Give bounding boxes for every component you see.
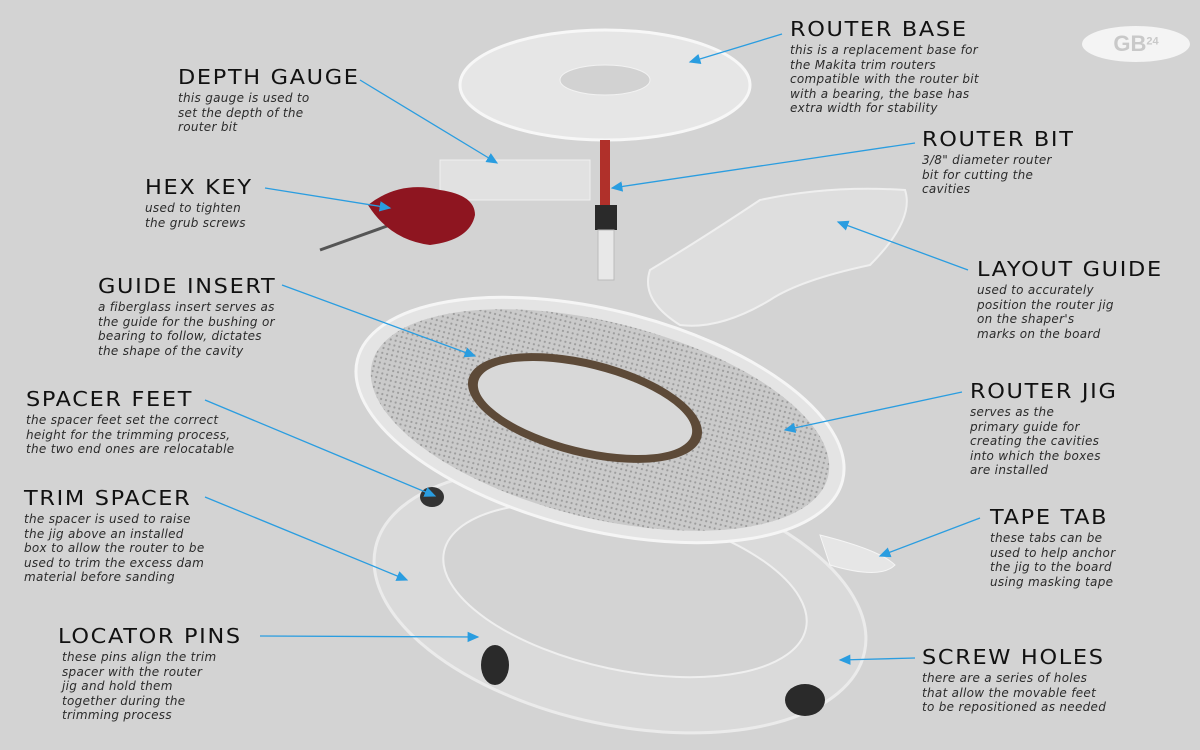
leader-hex-key (264, 187, 392, 212)
label-router-base: Router Basethis is a replacement base fo… (790, 17, 979, 116)
leader-depth-gauge (359, 79, 499, 164)
label-title: Router Bit (922, 127, 1075, 151)
layout-guide-part (647, 187, 908, 327)
router-jig-part (354, 295, 896, 573)
label-guide-insert: Guide Inserta fiberglass insert serves a… (98, 274, 275, 358)
logo-text: GB (1113, 31, 1147, 56)
label-desc: these tabs can be used to help anchor th… (990, 531, 1116, 589)
leader-screw-holes (838, 654, 916, 665)
label-title: Trim Spacer (24, 486, 192, 510)
label-desc: these pins align the trim spacer with th… (62, 650, 217, 723)
leader-router-base (688, 33, 783, 64)
leader-trim-spacer (204, 496, 409, 581)
label-spacer-feet: Spacer Feetthe spacer feet set the corre… (26, 387, 234, 457)
label-locator-pins: Locator Pinsthese pins align the trim sp… (58, 624, 240, 723)
leader-layout-guide (836, 220, 969, 271)
label-desc: the spacer feet set the correct height f… (26, 413, 235, 457)
hex-key-part (319, 187, 475, 252)
label-layout-guide: Layout Guideused to accurately position … (977, 257, 1161, 341)
label-desc: used to accurately position the router j… (977, 283, 1114, 341)
label-title: Tape Tab (990, 505, 1109, 529)
label-desc: there are a series of holes that allow t… (922, 671, 1107, 715)
label-title: Router Base (790, 17, 968, 41)
leader-router-jig (783, 391, 963, 433)
router-base-part (439, 28, 752, 281)
label-title: Locator Pins (58, 624, 242, 648)
label-desc: this gauge is used to set the depth of t… (178, 91, 310, 135)
label-desc: the spacer is used to raise the jig abov… (24, 512, 205, 585)
leader-guide-insert (281, 284, 477, 358)
label-desc: serves as the primary guide for creating… (970, 405, 1101, 478)
label-title: Screw Holes (922, 645, 1105, 669)
gb24-logo: GB24 (1082, 26, 1190, 62)
leader-spacer-feet (204, 399, 437, 497)
label-title: Layout Guide (977, 257, 1163, 281)
label-title: Hex Key (145, 175, 253, 199)
label-title: Spacer Feet (26, 387, 194, 411)
label-desc: a fiberglass insert serves as the guide … (98, 300, 275, 358)
label-trim-spacer: Trim Spacerthe spacer is used to raise t… (24, 486, 205, 585)
label-screw-holes: Screw Holesthere are a series of holes t… (922, 645, 1106, 715)
label-hex-key: Hex Keyused to tighten the grub screws (145, 175, 251, 230)
label-title: Depth Gauge (178, 65, 360, 89)
label-desc: 3/8" diameter router bit for cutting the… (922, 153, 1052, 197)
label-router-jig: Router Jigserves as the primary guide fo… (970, 379, 1116, 478)
logo-superscript: 24 (1146, 35, 1159, 48)
label-desc: used to tighten the grub screws (145, 201, 246, 230)
leader-locator-pins (259, 631, 480, 643)
label-desc: this is a replacement base for the Makit… (790, 43, 979, 116)
leader-router-bit (610, 142, 916, 192)
label-title: Guide Insert (98, 274, 277, 298)
leader-tape-tab (878, 517, 981, 558)
label-router-bit: Router Bit3/8" diameter router bit for c… (922, 127, 1073, 197)
label-depth-gauge: Depth Gaugethis gauge is used to set the… (178, 65, 358, 135)
label-tape-tab: Tape Tabthese tabs can be used to help a… (990, 505, 1115, 589)
label-title: Router Jig (970, 379, 1118, 403)
